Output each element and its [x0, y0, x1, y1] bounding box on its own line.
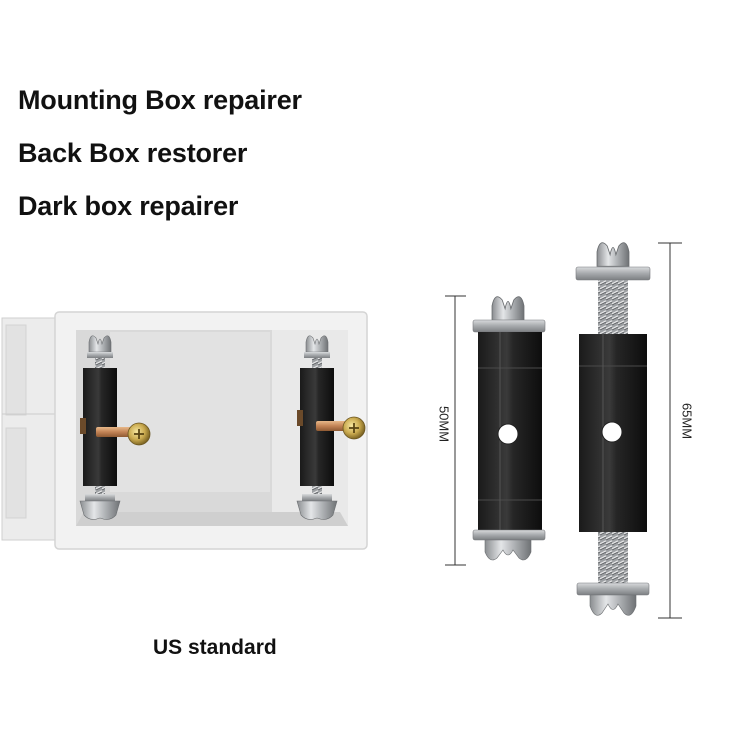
dimension-line-50mm — [445, 295, 466, 566]
headline-back-box-restorer: Back Box restorer — [18, 138, 248, 168]
box-repairer-left — [79, 335, 151, 520]
box-repairer-right — [296, 335, 366, 520]
dimension-label-50mm: 50MM — [436, 405, 452, 443]
headline-mounting-box-repairer: Mounting Box repairer — [18, 85, 302, 115]
repairer-65mm — [575, 242, 651, 616]
repairer-50mm — [472, 296, 546, 561]
mounting-box — [1, 311, 368, 550]
headline-dark-box-repairer: Dark box repairer — [18, 191, 239, 221]
dimension-label-65mm: 65MM — [679, 402, 695, 440]
caption-us-standard: US standard — [153, 636, 277, 659]
dimension-line-65mm — [658, 242, 682, 619]
